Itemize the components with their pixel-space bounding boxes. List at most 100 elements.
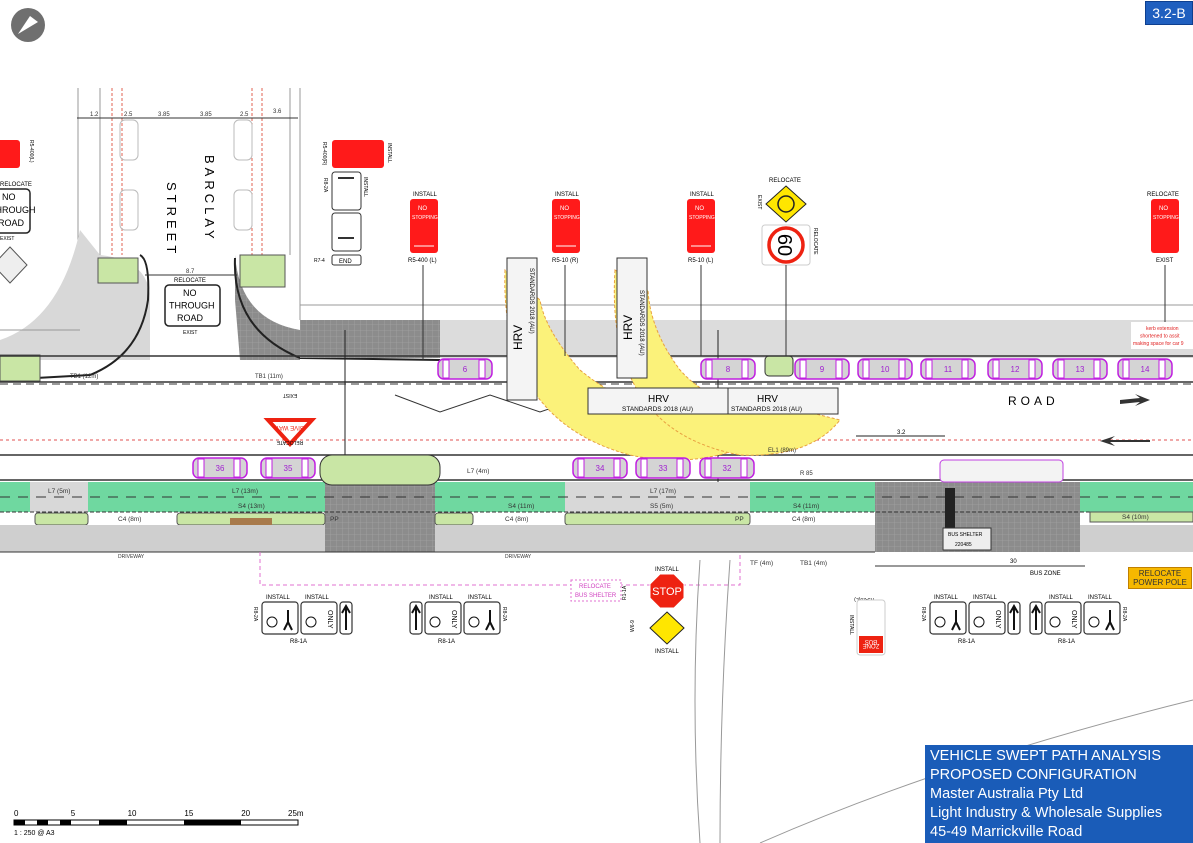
car-number: 6 [463,365,468,374]
sign-code: R5-400(R) [321,142,327,166]
sign-action-label: RELOCATE [276,439,303,445]
bicycle-only-sign [424,601,462,635]
swept-path-hrv: HRV STANDARDS 2018 (AU) HRV STANDARDS 20… [504,257,841,461]
dimension-label: 2.5 [124,112,133,118]
street-name-label: BARCLAY [202,155,217,243]
sign-action-label: INSTALL [655,649,680,655]
car-number: 33 [659,464,668,473]
sign-action-label: INSTALL [973,595,998,601]
parked-car: 35 [260,457,316,479]
sign-code: R8-2A [920,607,926,622]
scale-tick-label: 20 [241,809,250,818]
pedestrian-icon [283,610,293,631]
bus-shelter-label: BUS SHELTER [948,532,983,538]
sign-code: R8-1A [1058,639,1075,645]
dimension-label: 2.5 [240,112,249,118]
lane-arrow-icon [1100,436,1150,446]
car-number: 11 [944,365,953,374]
north-footpath [0,304,1193,382]
sign-action-label: RELOCATE [174,278,206,284]
sign-text: ONLY [326,610,333,629]
bicycle-icon [1088,616,1100,628]
road-name-label: ROAD [1008,394,1059,408]
sign-action-label: INSTALL [1049,595,1074,601]
bicycle-only-sign [968,601,1006,635]
vehicle-label: STANDARDS 2018 (AU) [528,268,534,334]
line-label: L7 (5m) [48,488,70,495]
vehicle-label: STANDARDS 2018 (AU) [731,406,802,413]
sign-text: NO [1159,206,1168,212]
dimension-label: 3.2 [897,430,906,436]
vehicle-label: STANDARDS 2018 (AU) [638,290,644,356]
bicycle-icon [973,616,985,628]
parked-car: 36 [192,457,248,479]
note-text: BUS SHELTER [575,593,617,599]
line-label: L7 (4m) [467,468,489,475]
bicycle-icon [1049,616,1061,628]
relocate-power-pole-note: RELOCATE POWER POLE [1128,567,1192,589]
parked-car: 12 [987,358,1043,380]
bicycle-icon [305,616,317,628]
pedestrian-icon [951,610,961,631]
scale-tick-label: 10 [128,809,137,818]
sign-speed-60: RELOCATE 60 RELOCATE EXIST [756,178,818,356]
line-label: R 85 [800,471,813,477]
vehicle-label: HRV [757,394,778,405]
parked-car: 33 [635,457,691,479]
note-text: shortened to assit [1140,334,1180,340]
shared-path-signs: INSTALL ONLY INSTALL R8-1A R8-2A ONLY INSTALL I… [252,595,1127,645]
bicycle-icon [266,616,278,628]
driveway-label: DRIVEWAY [118,554,145,560]
line-label: TB1 (11m) [255,374,283,380]
sign-action-label: INSTALL [690,192,715,198]
line-label: C4 (8m) [792,516,815,523]
sign-action-label: RELOCATE [769,178,801,184]
power-pole-label: PP [330,516,339,523]
parked-car: 6 [437,358,493,380]
sign-action-label: INSTALL [934,595,959,601]
parked-car: 13 [1052,358,1108,380]
sign-text: END [339,259,352,265]
sign-text: THROUGH [0,205,36,215]
sign-relocate-bus-shelter: RELOCATE BUS SHELTER [570,579,622,602]
parked-car: 34 [572,457,628,479]
line-label: TB1 (4m) [800,560,827,567]
bicycle-only-sign [300,601,338,635]
sign-bus-zone: R5-20(L) BUS ZONE INSTALL [848,596,886,656]
sign-no-stopping-relocate: RELOCATE NO STOPPING EXIST kerb extensio… [1131,192,1193,349]
sign-text: ONLY [450,610,457,629]
sign-no-stopping-r5-400: INSTALL NO STOPPING R5-400 (L) [408,192,438,360]
car-number: 13 [1076,365,1085,374]
sign-code: R8-2A [1121,607,1127,622]
sign-text: STOPPING [1153,215,1179,221]
sign-action-label: INSTALL [362,177,368,197]
sign-text: STOPPING [412,215,438,221]
sign-text: BUS [865,638,877,644]
arrow-up-icon [411,603,421,630]
sign-no-stopping-r5-10r: INSTALL NO STOPPING R5-10 (R) [552,192,580,356]
sign-stop: INSTALL STOP R1-1A W6-9 INSTALL [622,567,685,655]
sign-code: R5-400 (L) [408,258,437,264]
sign-text: NO [560,206,569,212]
dimension-label: 3.85 [200,112,212,118]
arrow-up-icon [1031,603,1041,630]
sign-action-label: INSTALL [468,595,493,601]
bicycle-only-sign [1044,601,1082,635]
scale-tick-label: 15 [184,809,193,818]
sign-code: R5-20(L) [854,596,874,602]
sign-text: ZONE [863,642,880,648]
note-text: making space for car 9 [1133,341,1184,347]
bicycle-icon [429,616,441,628]
speed-limit-value: 60 [773,234,795,256]
title-block: VEHICLE SWEPT PATH ANALYSIS PROPOSED CON… [925,745,1193,843]
sign-code: EXIST [283,392,297,398]
car-number: 12 [1011,365,1020,374]
line-label: S4 (11m) [793,503,819,510]
sign-text: NO [418,206,427,212]
line-label: C4 (8m) [505,516,528,523]
parked-car: 11 [920,358,976,380]
line-label: S4 (10m) [1122,514,1149,521]
